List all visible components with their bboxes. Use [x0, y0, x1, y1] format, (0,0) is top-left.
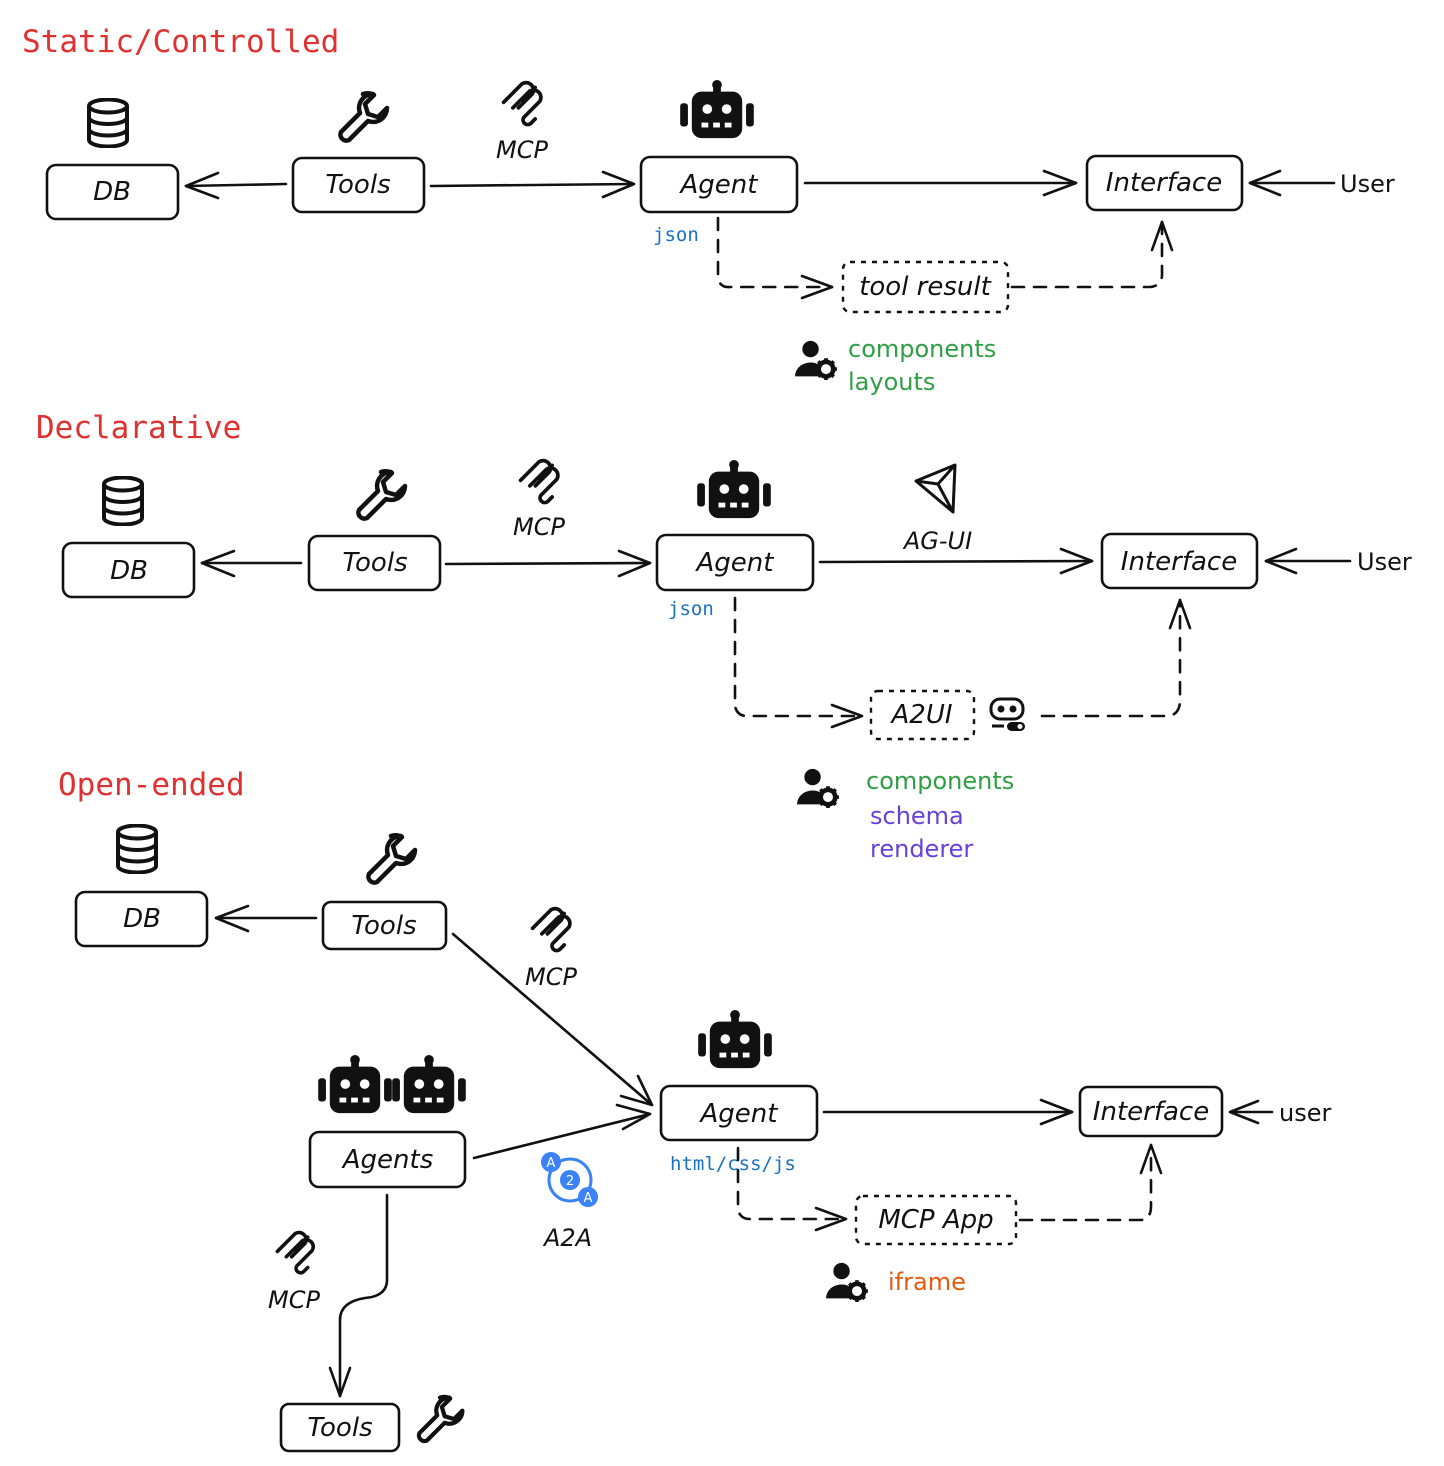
owner-item-layouts: layouts — [848, 368, 935, 396]
owner-item-schema: schema — [870, 802, 964, 830]
db-label: DB — [123, 904, 161, 934]
owner-item-components: components — [866, 767, 1014, 795]
database-icon — [102, 476, 144, 526]
mcp-icon — [530, 906, 572, 953]
edges-static — [184, 169, 1336, 300]
db-label: DB — [110, 556, 148, 586]
tools-label: Tools — [342, 548, 407, 578]
db-node — [61, 541, 196, 599]
agent-node — [655, 533, 815, 592]
mcp-icon — [501, 80, 543, 127]
agent-label: Agent — [695, 548, 775, 578]
database-icon — [87, 98, 129, 148]
agents-label: Agents — [341, 1145, 434, 1175]
robot-icon — [697, 460, 771, 519]
tools-label: Tools — [351, 911, 416, 941]
interface-node — [1085, 154, 1244, 212]
tools2-node — [279, 1402, 401, 1453]
svg-text:2: 2 — [566, 1174, 574, 1189]
db-node — [45, 163, 180, 221]
tool-result-label: tool result — [859, 272, 991, 302]
mcp-icon — [518, 458, 560, 505]
owner-item-components: components — [848, 335, 996, 363]
agent-label: Agent — [679, 170, 759, 200]
robot-icon — [680, 80, 754, 139]
user-gear-icon — [795, 341, 837, 380]
json-label: json — [653, 224, 699, 246]
user-gear-icon — [826, 1263, 868, 1302]
user-label: user — [1279, 1099, 1331, 1127]
interface-label: Interface — [1093, 1097, 1209, 1127]
mcp2-label: MCP — [268, 1286, 320, 1314]
agents-node — [308, 1130, 467, 1189]
db-node — [74, 890, 209, 948]
section-heading-static: Static/Controlled — [22, 24, 339, 60]
mcp-label: MCP — [513, 513, 565, 541]
user-gear-icon — [797, 769, 839, 808]
mcp-label: MCP — [496, 136, 548, 164]
a2a-icon: A 2 A — [541, 1152, 598, 1207]
tools-node — [307, 534, 442, 592]
wrench-icon — [358, 471, 405, 518]
a2ui-node — [869, 689, 976, 741]
robot-icon — [392, 1055, 466, 1114]
owner-item-iframe: iframe — [888, 1268, 966, 1296]
a2ui-icon — [989, 697, 1025, 731]
robot-icon — [318, 1055, 392, 1114]
mcp-app-node — [854, 1194, 1018, 1246]
svg-text:A: A — [547, 1156, 556, 1171]
section-heading-open: Open-ended — [58, 767, 245, 803]
wrench-icon — [340, 93, 387, 140]
section-heading-declarative: Declarative — [36, 410, 241, 446]
ag-ui-label: AG-UI — [902, 527, 972, 555]
wrench-icon — [368, 835, 415, 882]
db-label: DB — [93, 177, 131, 207]
payload-label: html/css/js — [670, 1153, 796, 1175]
ag-ui-icon — [914, 463, 957, 514]
agent-node — [639, 155, 799, 214]
tools-label: Tools — [325, 170, 390, 200]
agent-label: Agent — [699, 1099, 779, 1129]
tools-node — [321, 900, 448, 951]
edges-declarative — [200, 547, 1352, 729]
interface-node — [1100, 532, 1259, 590]
robot-icon — [698, 1010, 772, 1069]
svg-text:A: A — [584, 1191, 593, 1206]
user-label: User — [1357, 548, 1412, 576]
edges-open — [214, 904, 1274, 1398]
interface-node — [1078, 1085, 1224, 1138]
a2a-label: A2A — [542, 1224, 592, 1252]
wrench-icon — [419, 1397, 462, 1441]
owner-item-renderer: renderer — [870, 835, 973, 863]
tools2-label: Tools — [307, 1413, 372, 1443]
tool-result-node — [841, 260, 1010, 314]
json-label: json — [668, 598, 714, 620]
database-icon — [116, 824, 158, 874]
tools-node — [291, 156, 426, 214]
a2ui-label: A2UI — [889, 700, 952, 730]
interface-label: Interface — [1121, 547, 1237, 577]
interface-label: Interface — [1106, 168, 1222, 198]
mcp-label: MCP — [525, 963, 577, 991]
user-label: User — [1340, 170, 1395, 198]
mcp-icon — [275, 1230, 316, 1275]
agent-node — [659, 1084, 819, 1142]
mcp-app-label: MCP App — [878, 1205, 993, 1235]
